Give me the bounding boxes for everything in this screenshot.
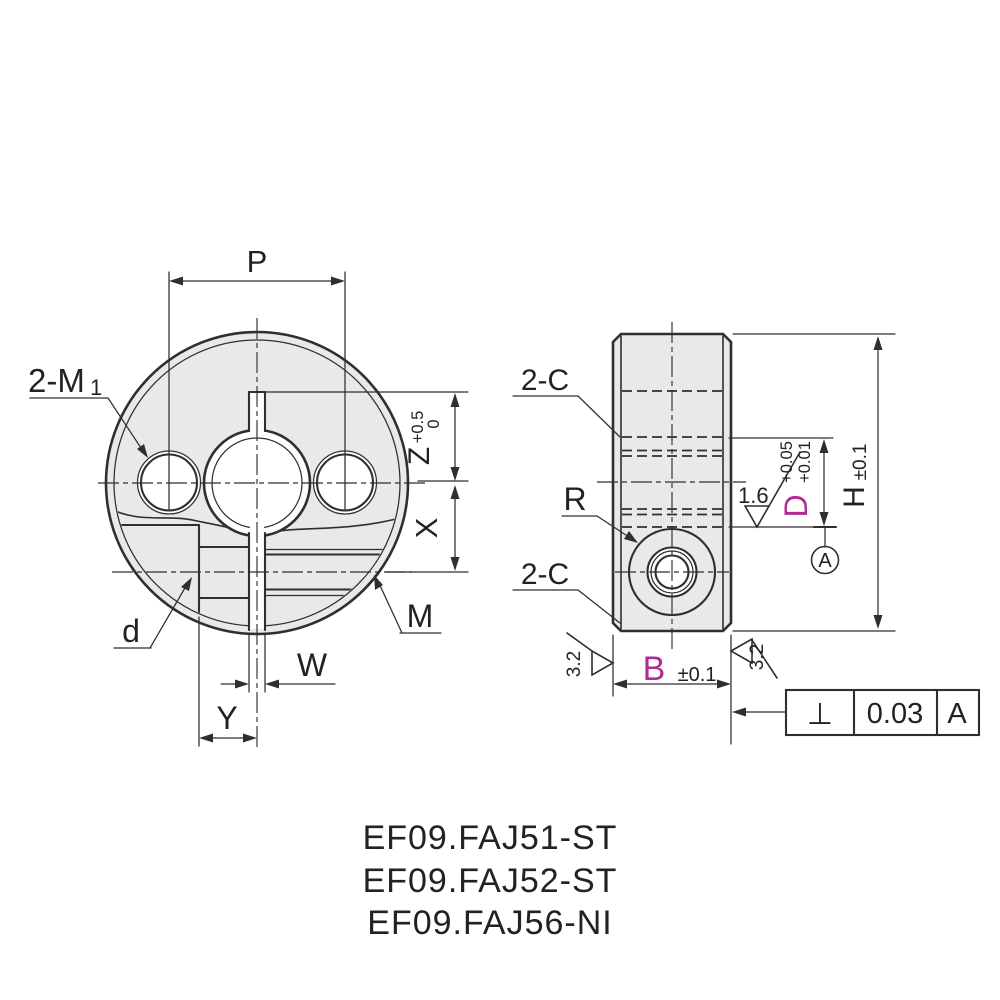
dim-d-tol-lower: +0.01 [796, 441, 814, 483]
roughness-left-value: 3.2 [564, 651, 585, 677]
chamfer-callout-top: 2-C [521, 364, 569, 397]
tolerance-frame: ⊥ 0.03 A [732, 688, 981, 737]
dim-h-label: H [838, 486, 871, 508]
roughness-right-value: 3.2 [747, 644, 768, 670]
dim-z-label: Z [403, 447, 436, 465]
dim-b-tol: ±0.1 [678, 664, 717, 686]
part-number-list: EF09.FAJ51-ST EF09.FAJ52-ST EF09.FAJ56-N… [363, 819, 618, 942]
tap-callout-label: 2-M [28, 362, 85, 399]
tap-callout-subscript: 1 [90, 375, 102, 400]
dim-w-label: W [297, 647, 328, 683]
part-number-2: EF09.FAJ52-ST [363, 862, 618, 900]
dim-h-tol: ±0.1 [850, 444, 871, 481]
roughness-symbol-left [591, 649, 615, 677]
counterbore-callout-label: d [122, 613, 140, 649]
perpendicularity-icon: ⊥ [807, 698, 833, 731]
part-number-3: EF09.FAJ56-NI [367, 904, 612, 942]
dim-y-label: Y [216, 700, 237, 736]
datum-circle [810, 545, 840, 575]
dim-b-label: B [643, 650, 666, 688]
datum-label: A [818, 550, 832, 572]
dim-x-label: X [409, 517, 444, 538]
front-view: P 2-M 1 Z +0.5 0 X M d [28, 244, 469, 748]
dim-d-bore-label: D [778, 494, 814, 517]
roughness-bore-value: 1.6 [738, 483, 769, 508]
chamfer-callout-bottom: 2-C [521, 558, 569, 591]
dim-z-tol-upper: +0.5 [409, 411, 427, 444]
tolerance-value: 0.03 [867, 698, 923, 730]
part-number-1: EF09.FAJ51-ST [363, 819, 618, 857]
dim-z-tol-lower: 0 [425, 419, 443, 428]
tolerance-datum: A [947, 698, 967, 730]
dim-d-tol-upper: +0.05 [778, 441, 796, 483]
dim-p-label: P [247, 244, 268, 279]
side-view: 2-C R 2-C D +0.05 +0.01 1.6 A [512, 322, 981, 745]
thread-callout-label: M [407, 598, 434, 634]
roughness-symbol-bore [743, 505, 771, 529]
radius-callout: R [563, 481, 586, 517]
roughness-symbol-right [729, 637, 753, 665]
